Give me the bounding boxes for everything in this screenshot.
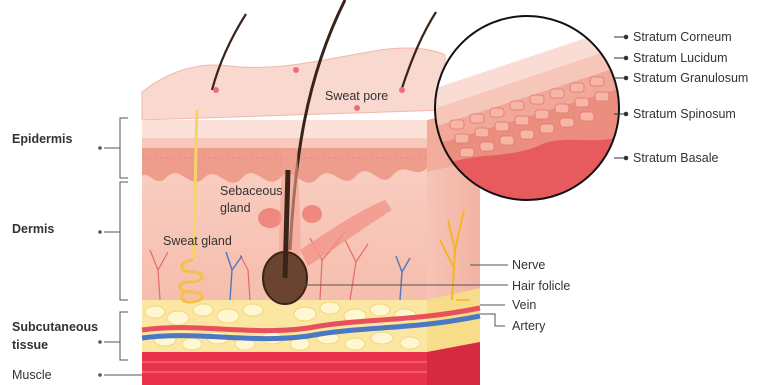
stratum-lucidum-label: Stratum Lucidum: [633, 51, 727, 65]
muscle-label: Muscle: [12, 368, 52, 382]
sebaceous-label-line1: Sebaceous: [220, 184, 283, 198]
dermis-label: Dermis: [12, 222, 54, 236]
epidermis-zoom-circle: [430, 16, 640, 200]
skin-surface-top: [142, 48, 445, 120]
left-bullets: [98, 146, 102, 377]
sweat-pore-dot-2: [293, 67, 299, 73]
subcutaneous-label-line1: Subcutaneous: [12, 320, 98, 334]
subcutaneous-label-line2: tissue: [12, 338, 48, 352]
stratum-corneum-label: Stratum Corneum: [633, 30, 732, 44]
sweat-pore-dot-3: [354, 105, 360, 111]
left-brackets: [104, 118, 142, 375]
epidermis-middle-band: [142, 138, 427, 148]
artery-label: Artery: [512, 319, 546, 333]
hair-follicle-sheath: [279, 150, 300, 262]
stratum-spinosum-label: Stratum Spinosum: [633, 107, 736, 121]
hair-follicle-label: Hair folicle: [512, 279, 570, 293]
stratum-granulosum-label: Stratum Granulosum: [633, 71, 748, 85]
sebaceous-label-line2: gland: [220, 201, 251, 215]
epidermis-label: Epidermis: [12, 132, 72, 146]
hair-root: [285, 170, 288, 278]
sebaceous-lobe-2: [302, 205, 322, 223]
sweat-pore-dot-4: [399, 87, 405, 93]
sweat-gland-label: Sweat gland: [163, 234, 232, 248]
epidermis-outer-band: [142, 120, 427, 138]
nerve-label: Nerve: [512, 258, 545, 272]
vein-label: Vein: [512, 298, 536, 312]
sebaceous-lobe-1: [258, 208, 282, 228]
sweat-pore-dot-1: [213, 87, 219, 93]
muscle-layer: [142, 352, 427, 385]
sweat-pore-label: Sweat pore: [325, 89, 388, 103]
stratum-basale-label: Stratum Basale: [633, 151, 719, 165]
